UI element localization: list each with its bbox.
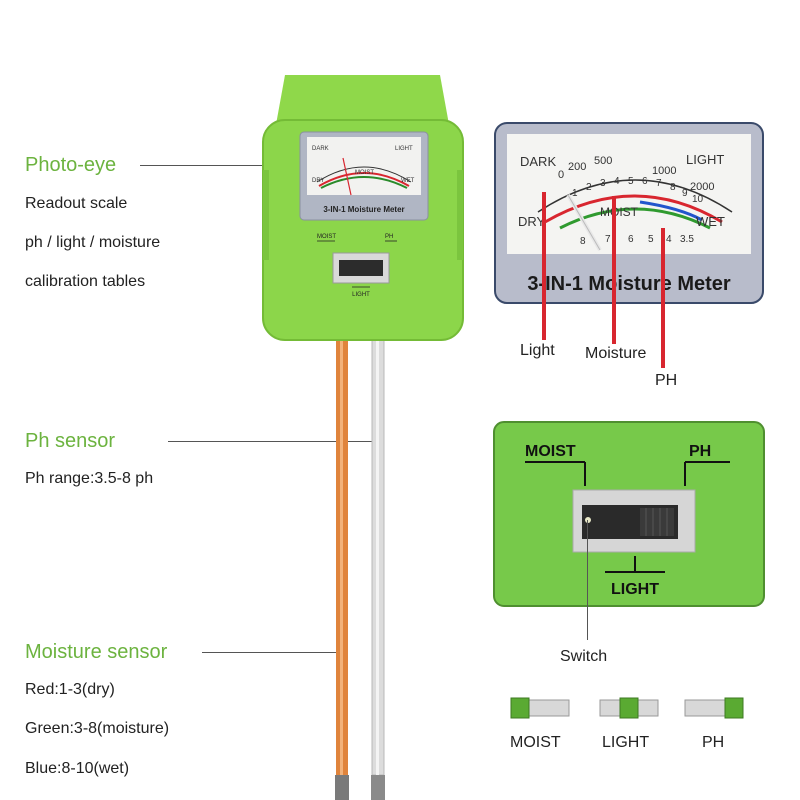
- moisture-sensor-heading: Moisture sensor: [25, 641, 168, 663]
- device-switch-moist-label: MOIST: [317, 234, 336, 240]
- meter-moist-tick-5: 5: [628, 176, 634, 187]
- green-range-text: Green:3-8(moisture): [25, 720, 170, 737]
- device-dial-moist: MOIST: [355, 170, 374, 176]
- meter-moist-tick-9: 9: [682, 188, 688, 199]
- meter-ph-tick-4: 4: [666, 234, 672, 245]
- red-range-text: Red:1-3(dry): [25, 681, 115, 698]
- ph-range-text: Ph range:3.5-8 ph: [25, 470, 154, 487]
- switch-positions-legend: [510, 697, 744, 719]
- ph-marker-label: PH: [655, 372, 678, 389]
- moisture-sensor-leader-line: [202, 652, 344, 653]
- photo-eye-heading: Photo-eye: [25, 154, 117, 176]
- device-mode-switch[interactable]: [339, 260, 383, 276]
- legend-ph-label: PH: [702, 734, 725, 751]
- meter-dial-light: LIGHT: [686, 152, 724, 167]
- device-handle: [275, 75, 450, 130]
- meter-ph-tick-3-5: 3.5: [680, 234, 694, 245]
- ph-light-moisture-text: ph / light / moisture: [25, 234, 161, 251]
- device-switch-light-label: LIGHT: [352, 292, 370, 298]
- moisture-marker-bar: [612, 196, 616, 344]
- meter-ph-tick-8: 8: [580, 236, 586, 247]
- moisture-meter-device: DARK LIGHT DRY WET MOIST 3-IN-1 Moisture…: [262, 75, 464, 800]
- meter-callout-panel: DARK LIGHT DRY WET MOIST 0 200 500 1000 …: [494, 122, 764, 304]
- switch-callout-panel: MOIST PH LIGHT: [493, 421, 765, 607]
- ph-marker-bar: [661, 228, 665, 368]
- light-marker-label: Light: [520, 342, 555, 359]
- meter-moist-tick-8: 8: [670, 182, 676, 193]
- meter-moist-tick-7: 7: [656, 178, 662, 189]
- device-dial-light: LIGHT: [395, 146, 413, 152]
- switch-position-dot: [585, 517, 591, 523]
- meter-moist-tick-3: 3: [600, 178, 606, 189]
- ph-sensor-heading: Ph sensor: [25, 430, 116, 452]
- light-position-knob: [619, 697, 639, 719]
- meter-callout-face: [507, 134, 751, 254]
- meter-dial-moist: MOIST: [600, 205, 639, 219]
- meter-light-tick-0: 0: [558, 169, 564, 181]
- meter-moist-tick-2: 2: [586, 182, 592, 193]
- meter-light-tick-2000: 2000: [690, 181, 714, 193]
- meter-light-tick-500: 500: [594, 155, 612, 167]
- moisture-marker-label: Moisture: [585, 345, 647, 362]
- device-dial-dark: DARK: [312, 146, 329, 152]
- switch-label: Switch: [560, 648, 608, 665]
- calibration-tables-text: calibration tables: [25, 273, 146, 290]
- switch-pointer-line: [587, 520, 588, 640]
- switch-callout-ph-label: PH: [689, 443, 711, 460]
- meter-dial-wet: WET: [696, 214, 725, 229]
- meter-moist-tick-4: 4: [614, 176, 620, 187]
- meter-dial-dry: DRY: [518, 214, 546, 229]
- meter-moist-tick-6: 6: [642, 176, 648, 187]
- meter-moist-tick-1: 1: [572, 188, 578, 199]
- moisture-probe-tip: [335, 775, 349, 800]
- meter-ph-tick-5: 5: [648, 234, 654, 245]
- readout-scale-text: Readout scale: [25, 195, 128, 212]
- meter-ph-tick-6: 6: [628, 234, 634, 245]
- ph-probe-tip: [371, 775, 385, 800]
- blue-range-text: Blue:8-10(wet): [25, 760, 130, 777]
- meter-light-tick-200: 200: [568, 161, 586, 173]
- legend-light-label: LIGHT: [602, 734, 650, 751]
- ph-sensor-leader-line: [168, 441, 380, 442]
- ph-position-knob: [724, 697, 744, 719]
- switch-callout-moist-label: MOIST: [525, 443, 576, 460]
- meter-light-tick-1000: 1000: [652, 165, 676, 177]
- meter-dial-dark: DARK: [520, 154, 556, 169]
- legend-moist-label: MOIST: [510, 734, 561, 751]
- meter-ph-tick-7: 7: [605, 234, 611, 245]
- device-switch-ph-label: PH: [385, 234, 393, 240]
- device-dial-dry: DRY: [312, 178, 325, 184]
- meter-callout-title: 3-IN-1 Moisture Meter: [527, 273, 731, 295]
- moist-position-knob: [510, 697, 530, 719]
- device-dial-wet: WET: [401, 178, 415, 184]
- meter-moist-tick-10: 10: [692, 194, 704, 205]
- device-name-label: 3-IN-1 Moisture Meter: [323, 205, 404, 214]
- switch-callout-light-label: LIGHT: [611, 581, 659, 598]
- photo-eye-leader-line: [140, 165, 318, 166]
- light-marker-bar: [542, 192, 546, 340]
